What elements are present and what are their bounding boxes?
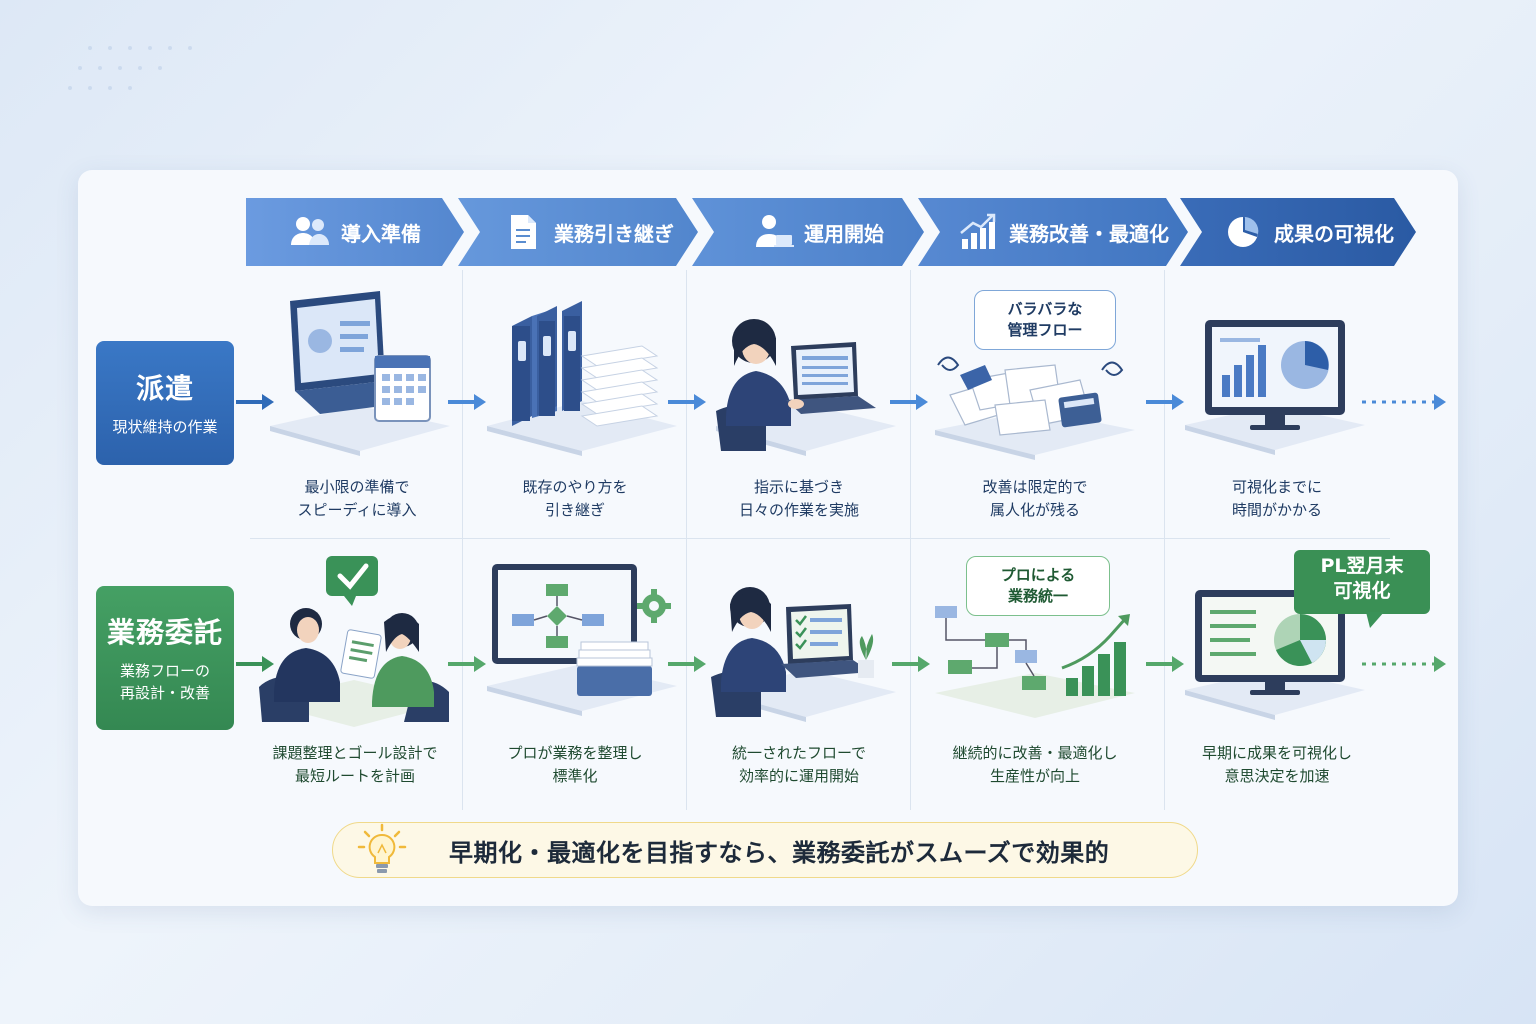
caption-itaku-2: プロが業務を整理し 標準化 <box>464 742 686 789</box>
caption-haken-5: 可視化までに 時間がかかる <box>1166 476 1388 523</box>
stage-label: 導入準備 <box>341 218 421 247</box>
person-checklist-illustration <box>706 552 906 722</box>
pie-chart-icon <box>1222 211 1264 253</box>
badge-tail <box>1366 612 1384 628</box>
stage-5: 成果の可視化 <box>1180 198 1416 266</box>
stage-1: 導入準備 <box>246 198 464 266</box>
conclusion-text: 早期化・最適化を目指すなら、業務委託がスムーズで効果的 <box>449 833 1109 868</box>
conclusion-banner: 早期化・最適化を目指すなら、業務委託がスムーズで効果的 <box>332 822 1198 878</box>
column-divider <box>1164 270 1165 810</box>
stage-label: 業務引き継ぎ <box>554 218 674 247</box>
row-title: 業務委託 <box>107 611 223 651</box>
flow-screen-illustration <box>482 556 682 716</box>
row-subtitle: 業務フローの 再設計・改善 <box>120 661 210 705</box>
stage-label: 業務改善・最適化 <box>1009 218 1169 247</box>
pl-visualization-badge: PL翌月末 可視化 <box>1294 550 1430 614</box>
caption-haken-4: 改善は限定的で 属人化が残る <box>924 476 1146 523</box>
laptop-calendar-illustration <box>260 286 460 456</box>
column-divider <box>686 270 687 810</box>
row-title: 派遣 <box>136 367 194 407</box>
caption-haken-3: 指示に基づき 日々の作業を実施 <box>688 476 910 523</box>
bubble-unified-flow: プロによる 業務統一 <box>966 556 1110 616</box>
row-label-haken: 派遣 現状維持の作業 <box>96 341 234 465</box>
column-divider <box>910 270 911 810</box>
row-label-itaku: 業務委託 業務フローの 再設計・改善 <box>96 586 234 730</box>
caption-itaku-4: 継続的に改善・最適化し 生産性が向上 <box>924 742 1146 789</box>
stage-3: 運用開始 <box>692 198 924 266</box>
bubble-scattered-flow: バラバラな 管理フロー <box>974 290 1116 350</box>
caption-itaku-5: 早期に成果を可視化し 意思決定を加速 <box>1166 742 1388 789</box>
decorative-dots <box>60 40 220 100</box>
stage-label: 運用開始 <box>804 218 884 247</box>
document-icon <box>502 211 544 253</box>
dotted-arrow <box>1362 392 1448 412</box>
dotted-arrow <box>1362 654 1448 674</box>
row-subtitle: 現状維持の作業 <box>112 417 217 439</box>
caption-haken-2: 既存のやり方を 引き継ぎ <box>464 476 686 523</box>
stage-2: 業務引き継ぎ <box>458 198 698 266</box>
meeting-illustration <box>254 552 454 730</box>
growth-chart-icon <box>957 211 999 253</box>
growth-flow-illustration <box>930 598 1140 718</box>
binders-illustration <box>482 286 682 456</box>
stage-label: 成果の可視化 <box>1274 218 1394 247</box>
caption-haken-1: 最小限の準備で スピーディに導入 <box>246 476 468 523</box>
lightbulb-icon <box>355 823 409 877</box>
stage-header: 導入準備 業務引き継ぎ 運用開始 業務改善・最適化 成果の可視化 <box>246 198 1416 266</box>
person-working-illustration <box>706 286 906 456</box>
column-divider <box>462 270 463 810</box>
monitor-charts-illustration <box>1180 300 1370 460</box>
people-icon <box>289 211 331 253</box>
caption-itaku-3: 統一されたフローで 効率的に運用開始 <box>688 742 910 789</box>
stage-4: 業務改善・最適化 <box>918 198 1188 266</box>
caption-itaku-1: 課題整理とゴール設計で 最短ルートを計画 <box>244 742 466 789</box>
row-divider <box>250 538 1390 539</box>
user-laptop-icon <box>752 211 794 253</box>
